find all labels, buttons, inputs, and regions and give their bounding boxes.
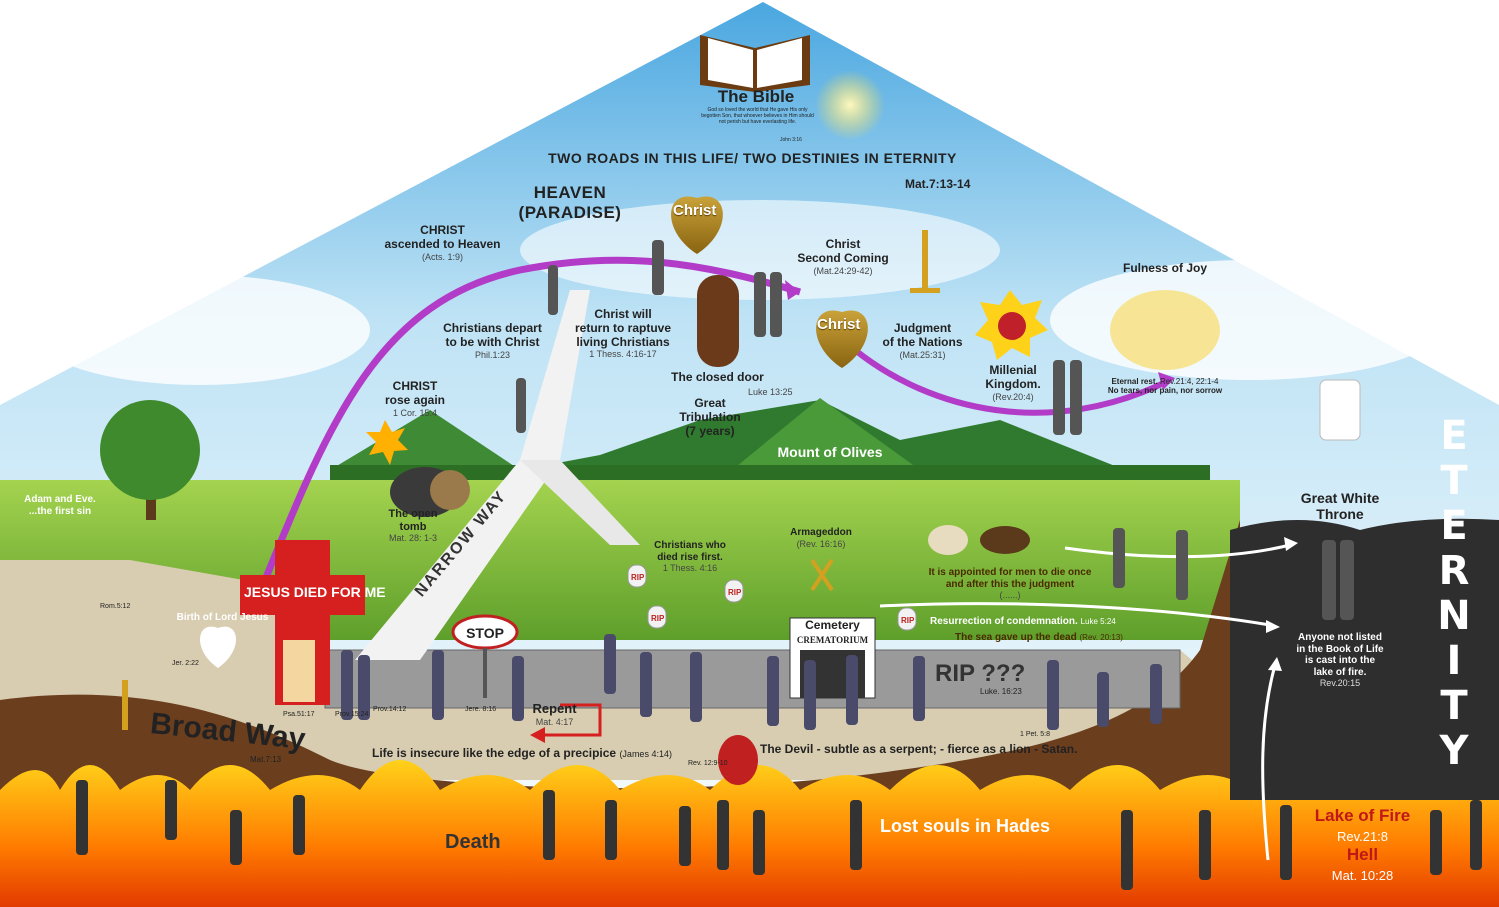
devil-label: The Devil - subtle as a serpent; - fierc… [760, 742, 1078, 756]
death-label: Death [445, 831, 501, 853]
rip-label: RIP ??? [935, 660, 1026, 687]
condemnation-label: Resurrection of condemnation. Luke 5:24 [930, 616, 1116, 627]
heart-christ-1 [671, 196, 723, 254]
cross-label: JESUS DIED FOR ME [244, 584, 386, 600]
eternity-letter: E [1440, 413, 1468, 459]
ref-prov2: Prov.14:12 [373, 706, 407, 713]
olives-label: Mount of Olives [777, 444, 883, 460]
hades-label: Lost souls in Hades [880, 816, 1051, 836]
stop-sign: STOP [466, 625, 504, 641]
tombstone-rip: RIP [728, 588, 742, 597]
tombstone-rip: RIP [651, 614, 665, 623]
eternity-letter: R [1438, 548, 1470, 594]
broad-way-ref: Mat.7:13 [250, 755, 282, 764]
sea-label: The sea gave up the dead (Rev. 20:13) [955, 632, 1123, 643]
rip-ref: Luke. 16:23 [980, 687, 1022, 696]
ref-prov1: Prov.15:24 [335, 711, 369, 718]
heaven-title: HEAVEN(PARADISE) [518, 183, 622, 222]
tombstone-rip: RIP [901, 616, 915, 625]
adam-label: Adam and Eve....the first sin [24, 494, 96, 517]
devil-ref: Rev. 12:9-10 [688, 760, 728, 767]
eternity-letter: E [1440, 503, 1468, 549]
bible-verse: God so loved the world that He gave His … [701, 107, 814, 125]
eternity-letter: T [1440, 458, 1468, 504]
eternity-letter: N [1437, 593, 1471, 639]
insecure-label: Life is insecure like the edge of a prec… [372, 746, 672, 760]
eternity-letter: Y [1439, 728, 1469, 774]
ref-psa: Psa.51:17 [283, 711, 315, 718]
heart-christ-label-1: Christ [673, 202, 717, 219]
tombstone-rip: RIP [631, 573, 645, 582]
main-ref: Mat.7:13-14 [905, 177, 971, 191]
heart-christ-label-2: Christ [817, 316, 861, 333]
devil-ref-2: 1 Pet. 5:8 [1020, 731, 1050, 738]
birth-label: Birth of Lord Jesus [176, 612, 269, 623]
eternity-letter: I [1446, 638, 1462, 684]
main-title: TWO ROADS IN THIS LIFE/ TWO DESTINIES IN… [548, 150, 957, 166]
closed-door-label: The closed door [671, 370, 764, 384]
eternity-letter: T [1440, 683, 1468, 729]
heart-christ-2 [816, 310, 868, 368]
armageddon-label: Armageddon(Rev. 16:16) [790, 527, 852, 549]
ref-rom: Rom.5:12 [100, 603, 131, 610]
closed-door-ref: Luke 13:25 [748, 387, 793, 397]
ref-jer: Jer. 2:22 [172, 660, 199, 667]
bible-verse-ref: John 3:16 [780, 137, 802, 143]
joy-label: Fulness of Joy [1122, 261, 1208, 275]
bible-title: The Bible [717, 87, 795, 106]
ref-jere: Jere. 8:16 [465, 706, 497, 713]
